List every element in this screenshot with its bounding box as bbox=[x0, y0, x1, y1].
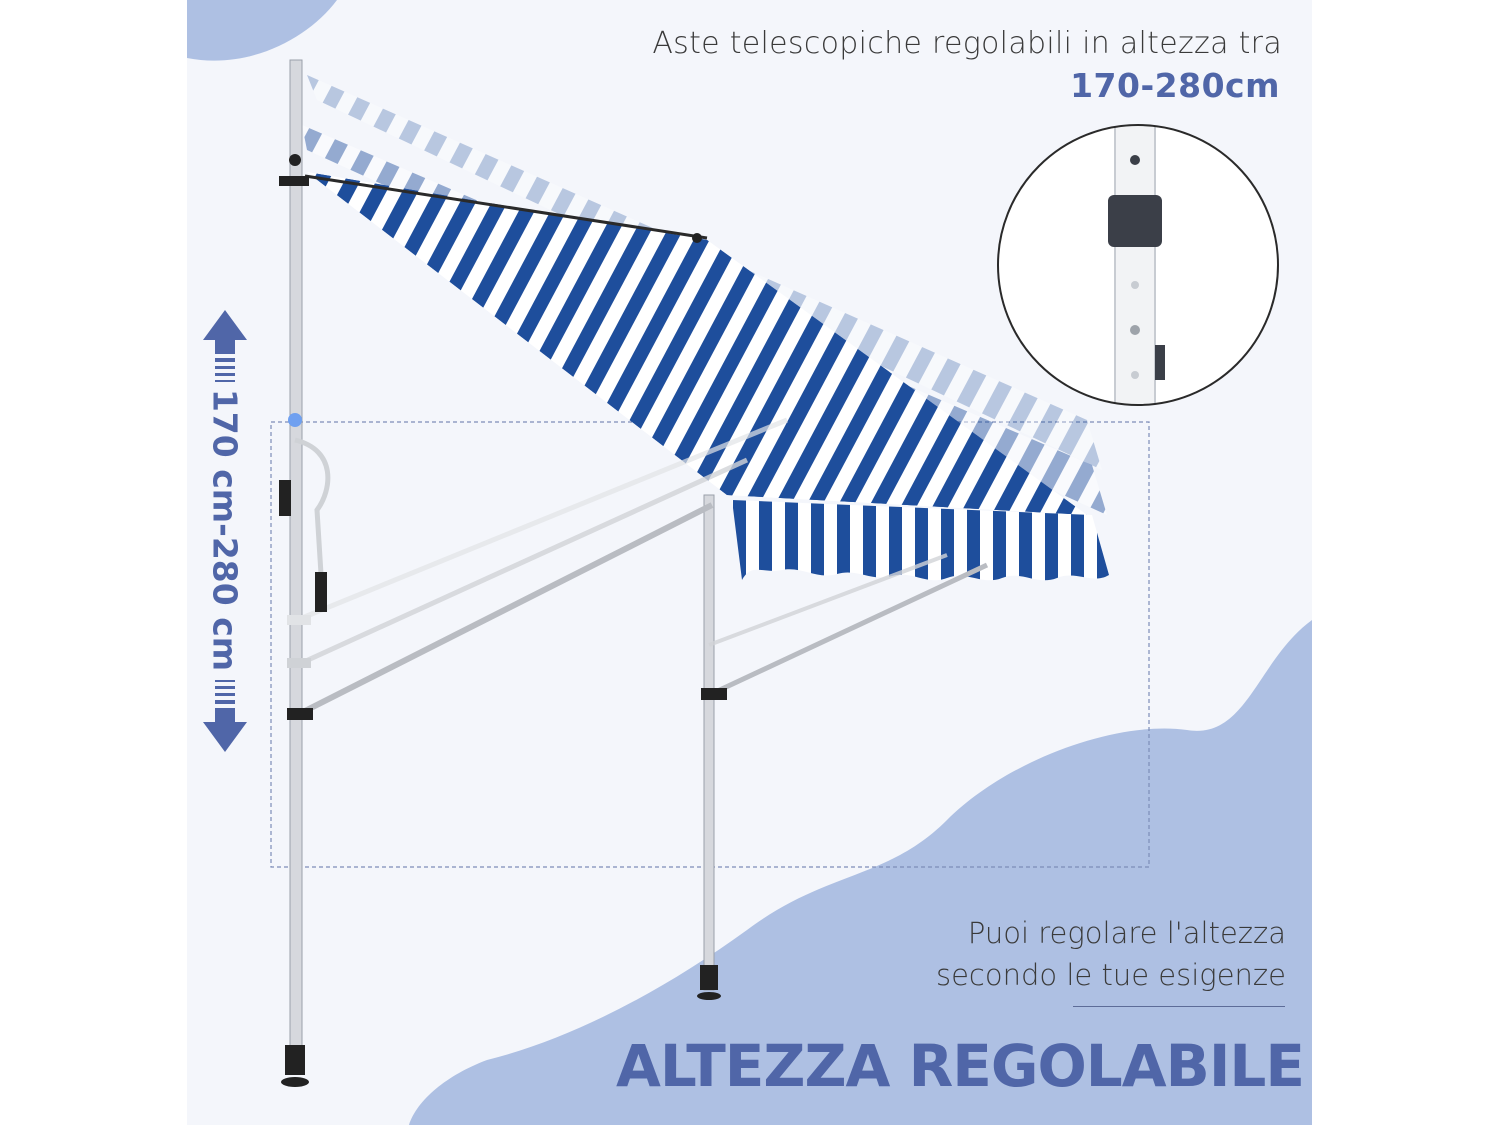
left-pole bbox=[289, 59, 303, 1071]
footer-caption-line1: Puoi regolare l'altezza bbox=[967, 916, 1286, 950]
footer-caption-line2: secondo le tue esigenze bbox=[935, 958, 1286, 992]
awning-illustration bbox=[187, 0, 1312, 1125]
arrow-up-icon bbox=[203, 310, 247, 382]
zoom-circle-border bbox=[997, 124, 1279, 406]
header-range: 170-280cm bbox=[1070, 66, 1280, 105]
arrow-down-icon bbox=[203, 680, 247, 752]
divider bbox=[1073, 1006, 1285, 1007]
zoom-detail bbox=[998, 125, 1278, 405]
awning-canopy-body bbox=[307, 172, 1087, 515]
header-caption: Aste telescopiche regolabili in altezza … bbox=[652, 26, 1282, 61]
height-range-text: 170 cm-280 cm bbox=[205, 388, 245, 672]
right-pole bbox=[703, 494, 715, 991]
headline: ALTEZZA REGOLABILE bbox=[615, 1032, 1305, 1100]
awning-valance bbox=[732, 500, 1109, 581]
bottom-right-wave bbox=[409, 620, 1312, 1125]
footer-caption: Puoi regolare l'altezza secondo le tue e… bbox=[936, 912, 1286, 996]
top-left-wave bbox=[187, 0, 337, 61]
height-guide-box bbox=[270, 421, 1150, 868]
product-image-panel: 170 cm-280 cm Aste telescopiche regolabi… bbox=[187, 0, 1312, 1125]
